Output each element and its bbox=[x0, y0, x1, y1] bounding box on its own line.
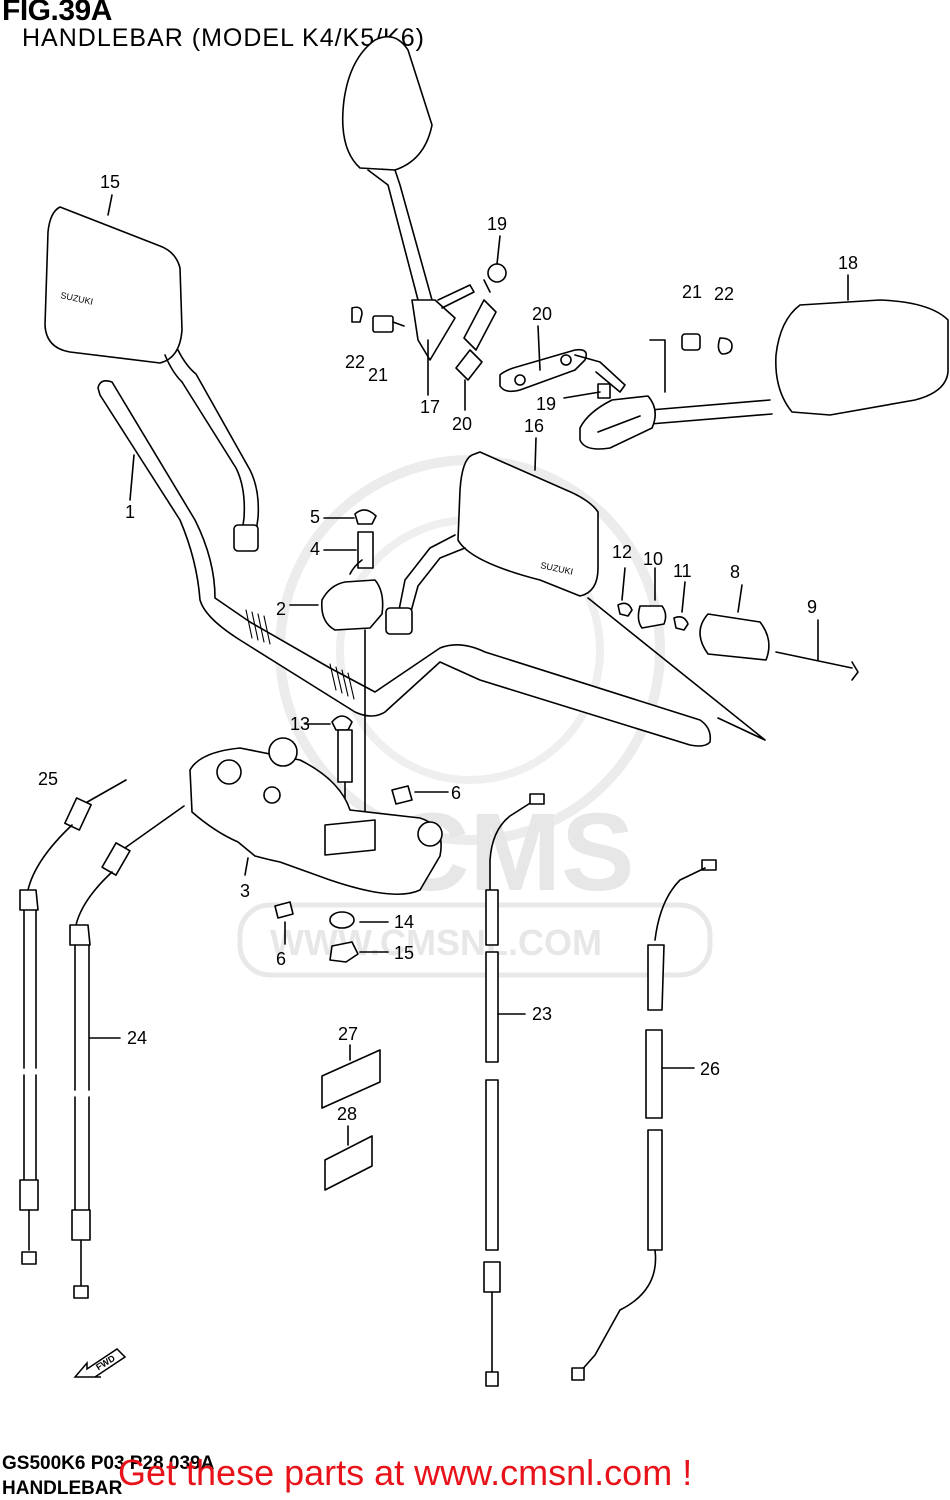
callout-4: 4 bbox=[310, 539, 320, 559]
callout-21-left: 21 bbox=[368, 365, 388, 385]
part-25-throttle-cable bbox=[19, 779, 127, 1265]
buy-parts-link[interactable]: Get these parts at www.cmsnl.com ! bbox=[118, 1452, 693, 1493]
part-3-handlebar-holder bbox=[189, 737, 443, 895]
watermark-url: WWW.CMSNL.COM bbox=[270, 922, 602, 963]
callout-3: 3 bbox=[240, 881, 250, 901]
callout-16: 16 bbox=[524, 416, 544, 436]
part-15-left-mirror: SUZUKI bbox=[44, 206, 260, 552]
callout-9: 15 bbox=[394, 943, 414, 963]
part-24-throttle-cable bbox=[69, 805, 185, 1299]
forward-arrow-icon: FWD bbox=[73, 1348, 127, 1378]
callout-10: 8 bbox=[730, 562, 740, 582]
callout-23: 23 bbox=[532, 1004, 552, 1024]
callout-22-left: 22 bbox=[345, 352, 365, 372]
part-16-center-mirror: SUZUKI bbox=[385, 451, 599, 635]
figure-title: FIG.39A bbox=[2, 0, 112, 27]
callout-19-top: 19 bbox=[487, 214, 507, 234]
callout-22-right: 22 bbox=[714, 284, 734, 304]
callout-24: 24 bbox=[127, 1028, 147, 1048]
callout-18: 18 bbox=[838, 253, 858, 273]
callout-19-lower: 19 bbox=[536, 394, 556, 414]
callout-20-lower: 20 bbox=[452, 414, 472, 434]
callout-6-lower: 6 bbox=[276, 949, 286, 969]
diagram-name: HANDLEBAR bbox=[2, 1478, 123, 1499]
callout-21-right: 21 bbox=[682, 282, 702, 302]
part-23-clutch-cable bbox=[483, 793, 545, 1387]
part-18-right-mirror bbox=[579, 299, 949, 450]
callout-5: 5 bbox=[310, 507, 320, 527]
callout-labels: 15 1 2 5 4 13 3 6 14 15 6 22 21 17 20 19… bbox=[38, 172, 858, 1124]
callout-6-upper: 6 bbox=[451, 783, 461, 803]
callout-11: 9 bbox=[807, 597, 817, 617]
callout-1: 1 bbox=[125, 502, 135, 522]
part-20-plates bbox=[455, 299, 626, 399]
part-1-handlebar bbox=[97, 380, 766, 747]
callout-28: 28 bbox=[337, 1104, 357, 1124]
part-17-upper-mirror bbox=[341, 35, 475, 361]
part-26-speedometer-cable bbox=[571, 859, 717, 1381]
callout-7: 13 bbox=[290, 714, 310, 734]
callout-26: 26 bbox=[700, 1059, 720, 1079]
callout-25: 25 bbox=[38, 769, 58, 789]
diagram-code: GS500K6 P03 P28 039A bbox=[2, 1453, 215, 1474]
callout-12: 10 bbox=[643, 549, 663, 569]
callout-8: 14 bbox=[394, 912, 414, 932]
callout-13: 11 bbox=[673, 561, 692, 581]
figure-subtitle: HANDLEBAR (MODEL K4/K5/K6) bbox=[22, 24, 425, 52]
callout-20-upper: 20 bbox=[532, 304, 552, 324]
callout-14: 12 bbox=[612, 542, 632, 562]
callout-27: 27 bbox=[338, 1024, 358, 1044]
callout-2: 2 bbox=[276, 599, 286, 619]
callout-15: 15 bbox=[100, 172, 120, 192]
callout-17: 17 bbox=[420, 397, 440, 417]
